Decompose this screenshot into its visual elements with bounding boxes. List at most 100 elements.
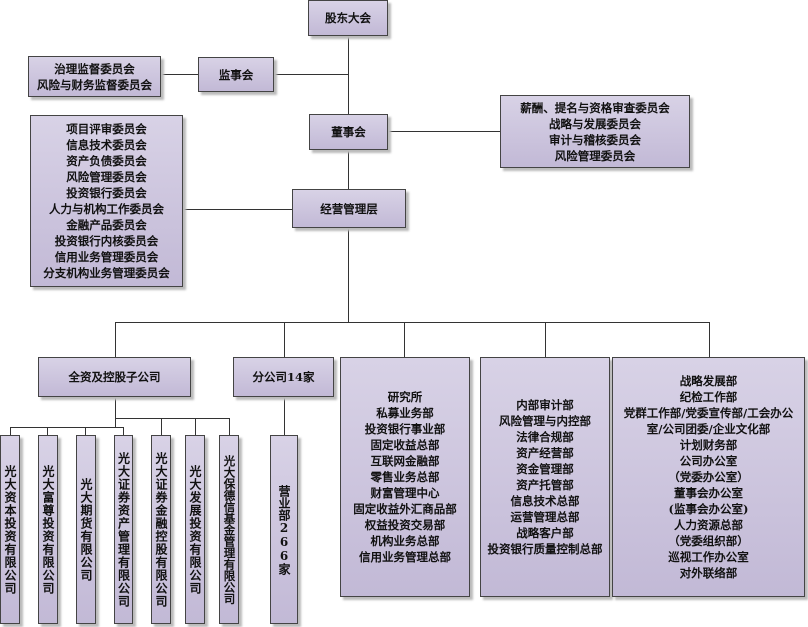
connector [115,322,710,323]
node-label: 资产负债委员会 [66,154,147,168]
node-label: 分公司14家 [252,370,315,384]
connector [85,427,86,435]
node-label: 战略与发展委员会 [549,116,641,131]
node-label: 运营管理总部 [510,510,580,524]
node-label: 公司办公室 [679,454,738,468]
board-committees-box: 薪酬、提名与资格审查委员会战略与发展委员会审计与稽核委员会风险管理委员会 [500,95,690,168]
admin-departments-box: 战略发展部纪检工作部党群工作部/党委宣传部/工会办公室/公司团委/企业文化部计划… [612,357,805,597]
node-label: 研究所 [387,390,423,404]
node-label: 内部审计部 [516,398,574,412]
node-label: 机构业务总部 [370,534,440,548]
node-label: 光大发展投资有限公司 [188,464,202,595]
connector [183,209,292,210]
node-label: 巡视工作办公室 [668,550,749,564]
subsidiary-box: 光大期货有限公司 [76,435,96,624]
node-label: 战略客户部 [516,526,574,540]
node-label: 党群工作部/党委宣传部/工会办公室/公司团委/企业文化部 [623,406,794,436]
node-label: 固定收益外汇商品部 [353,502,457,516]
subsidiary-box: 光大保德信基金管理有限公司 [219,435,239,624]
node-label: 金融产品委员会 [66,218,147,232]
node-label: 法律合规部 [516,430,574,444]
node-label: 人力与机构工作委员会 [49,202,164,216]
node-label: 分支机构业务管理委员会 [43,266,170,280]
node-label: 光大证券资产管理有限公司 [116,451,131,608]
connector [284,322,285,357]
node-label: 经营管理层 [320,201,378,216]
branches-box: 分公司14家 [233,357,334,397]
connector [115,397,116,427]
node-label: 资产托管部 [516,478,574,492]
node-label: 股东大会 [325,11,371,25]
node-label: 光大资本投资有限公司 [3,464,17,595]
subsidiary-box: 光大证券金融控股有限公司 [151,435,171,624]
control-departments-box: 内部审计部风险管理与内控部法律合规部资产经营部资金管理部资产托管部信息技术总部运… [480,357,610,597]
subsidiary-box: 光大证券资产管理有限公司 [114,435,133,624]
node-label: 资产经营部 [516,446,574,460]
connector [161,74,198,75]
node-label: 互联网金融部 [370,454,440,468]
management-committees-box: 项目评审委员会信息技术委员会资产负债委员会风险管理委员会投资银行委员会人力与机构… [30,115,183,287]
node-label: 财富管理中心 [370,486,440,500]
node-label: 光大保德信基金管理有限公司 [222,454,237,605]
node-label: 信息技术委员会 [66,138,147,152]
node-label: 监事会 [218,67,254,82]
node-label: 光大期货有限公司 [79,477,93,582]
supervisory-committees-box: 治理监督委员会风险与财务监督委员会 [28,56,161,97]
node-label: （党委办公室） [668,470,749,484]
connector [388,131,500,132]
node-label: 人力资源总部 [674,518,743,532]
connector [161,418,162,435]
node-label: 营业部266家 [277,484,291,575]
subsidiary-box: 光大资本投资有限公司 [0,435,20,624]
node-label: 战略发展部 [679,374,738,388]
connector [47,427,48,435]
node-label: 投资银行质量控制总部 [487,542,603,556]
connector [115,322,116,357]
node-label: 审计与稽核委员会 [549,132,641,147]
connector [404,322,405,357]
shareholders-box: 股东大会 [308,0,388,36]
subsidiary-box: 光大发展投资有限公司 [185,435,205,624]
node-label: 风险与财务监督委员会 [37,77,152,92]
connector [10,427,11,435]
node-label: 固定收益总部 [370,438,440,452]
node-label: (监事会办公室) [668,502,749,516]
connector [284,397,285,435]
node-label: （党委组织部） [668,534,749,548]
connector [229,418,230,435]
node-label: 风险管理委员会 [554,148,636,163]
connector [123,427,124,435]
board-box: 董事会 [309,114,388,150]
connector [348,228,349,322]
node-label: 权益投资交易部 [364,518,446,532]
node-label: 董事会 [331,125,366,139]
business-departments-box: 研究所私募业务部投资银行事业部固定收益总部互联网金融部零售业务总部财富管理中心固… [340,357,470,597]
connector [274,74,348,75]
node-label: 光大证券金融控股有限公司 [154,451,168,608]
node-label: 项目评审委员会 [66,122,147,136]
node-label: 薪酬、提名与资格审查委员会 [520,100,670,115]
node-label: 投资银行事业部 [364,422,446,436]
node-label: 资金管理部 [516,462,574,476]
connector [195,418,196,435]
node-label: 私募业务部 [376,406,434,420]
node-label: 投资银行委员会 [66,186,147,200]
connector [115,418,229,419]
node-label: 风险管理与内控部 [499,414,591,428]
node-label: 投资银行内核委员会 [54,234,159,248]
node-label: 董事会办公室 [674,486,743,500]
connector [10,427,123,428]
node-label: 光大富尊投资有限公司 [41,464,55,595]
sales-offices-box: 营业部266家 [270,435,298,624]
management-box: 经营管理层 [292,189,406,228]
node-label: 纪检工作部 [679,390,738,404]
connector [709,322,710,357]
node-label: 对外联络部 [679,566,738,580]
connector [545,322,546,357]
node-label: 信息技术总部 [510,494,580,508]
node-label: 信用业务管理委员会 [54,250,159,264]
connector [348,36,349,114]
connector [348,150,349,189]
node-label: 风险管理委员会 [66,170,147,184]
